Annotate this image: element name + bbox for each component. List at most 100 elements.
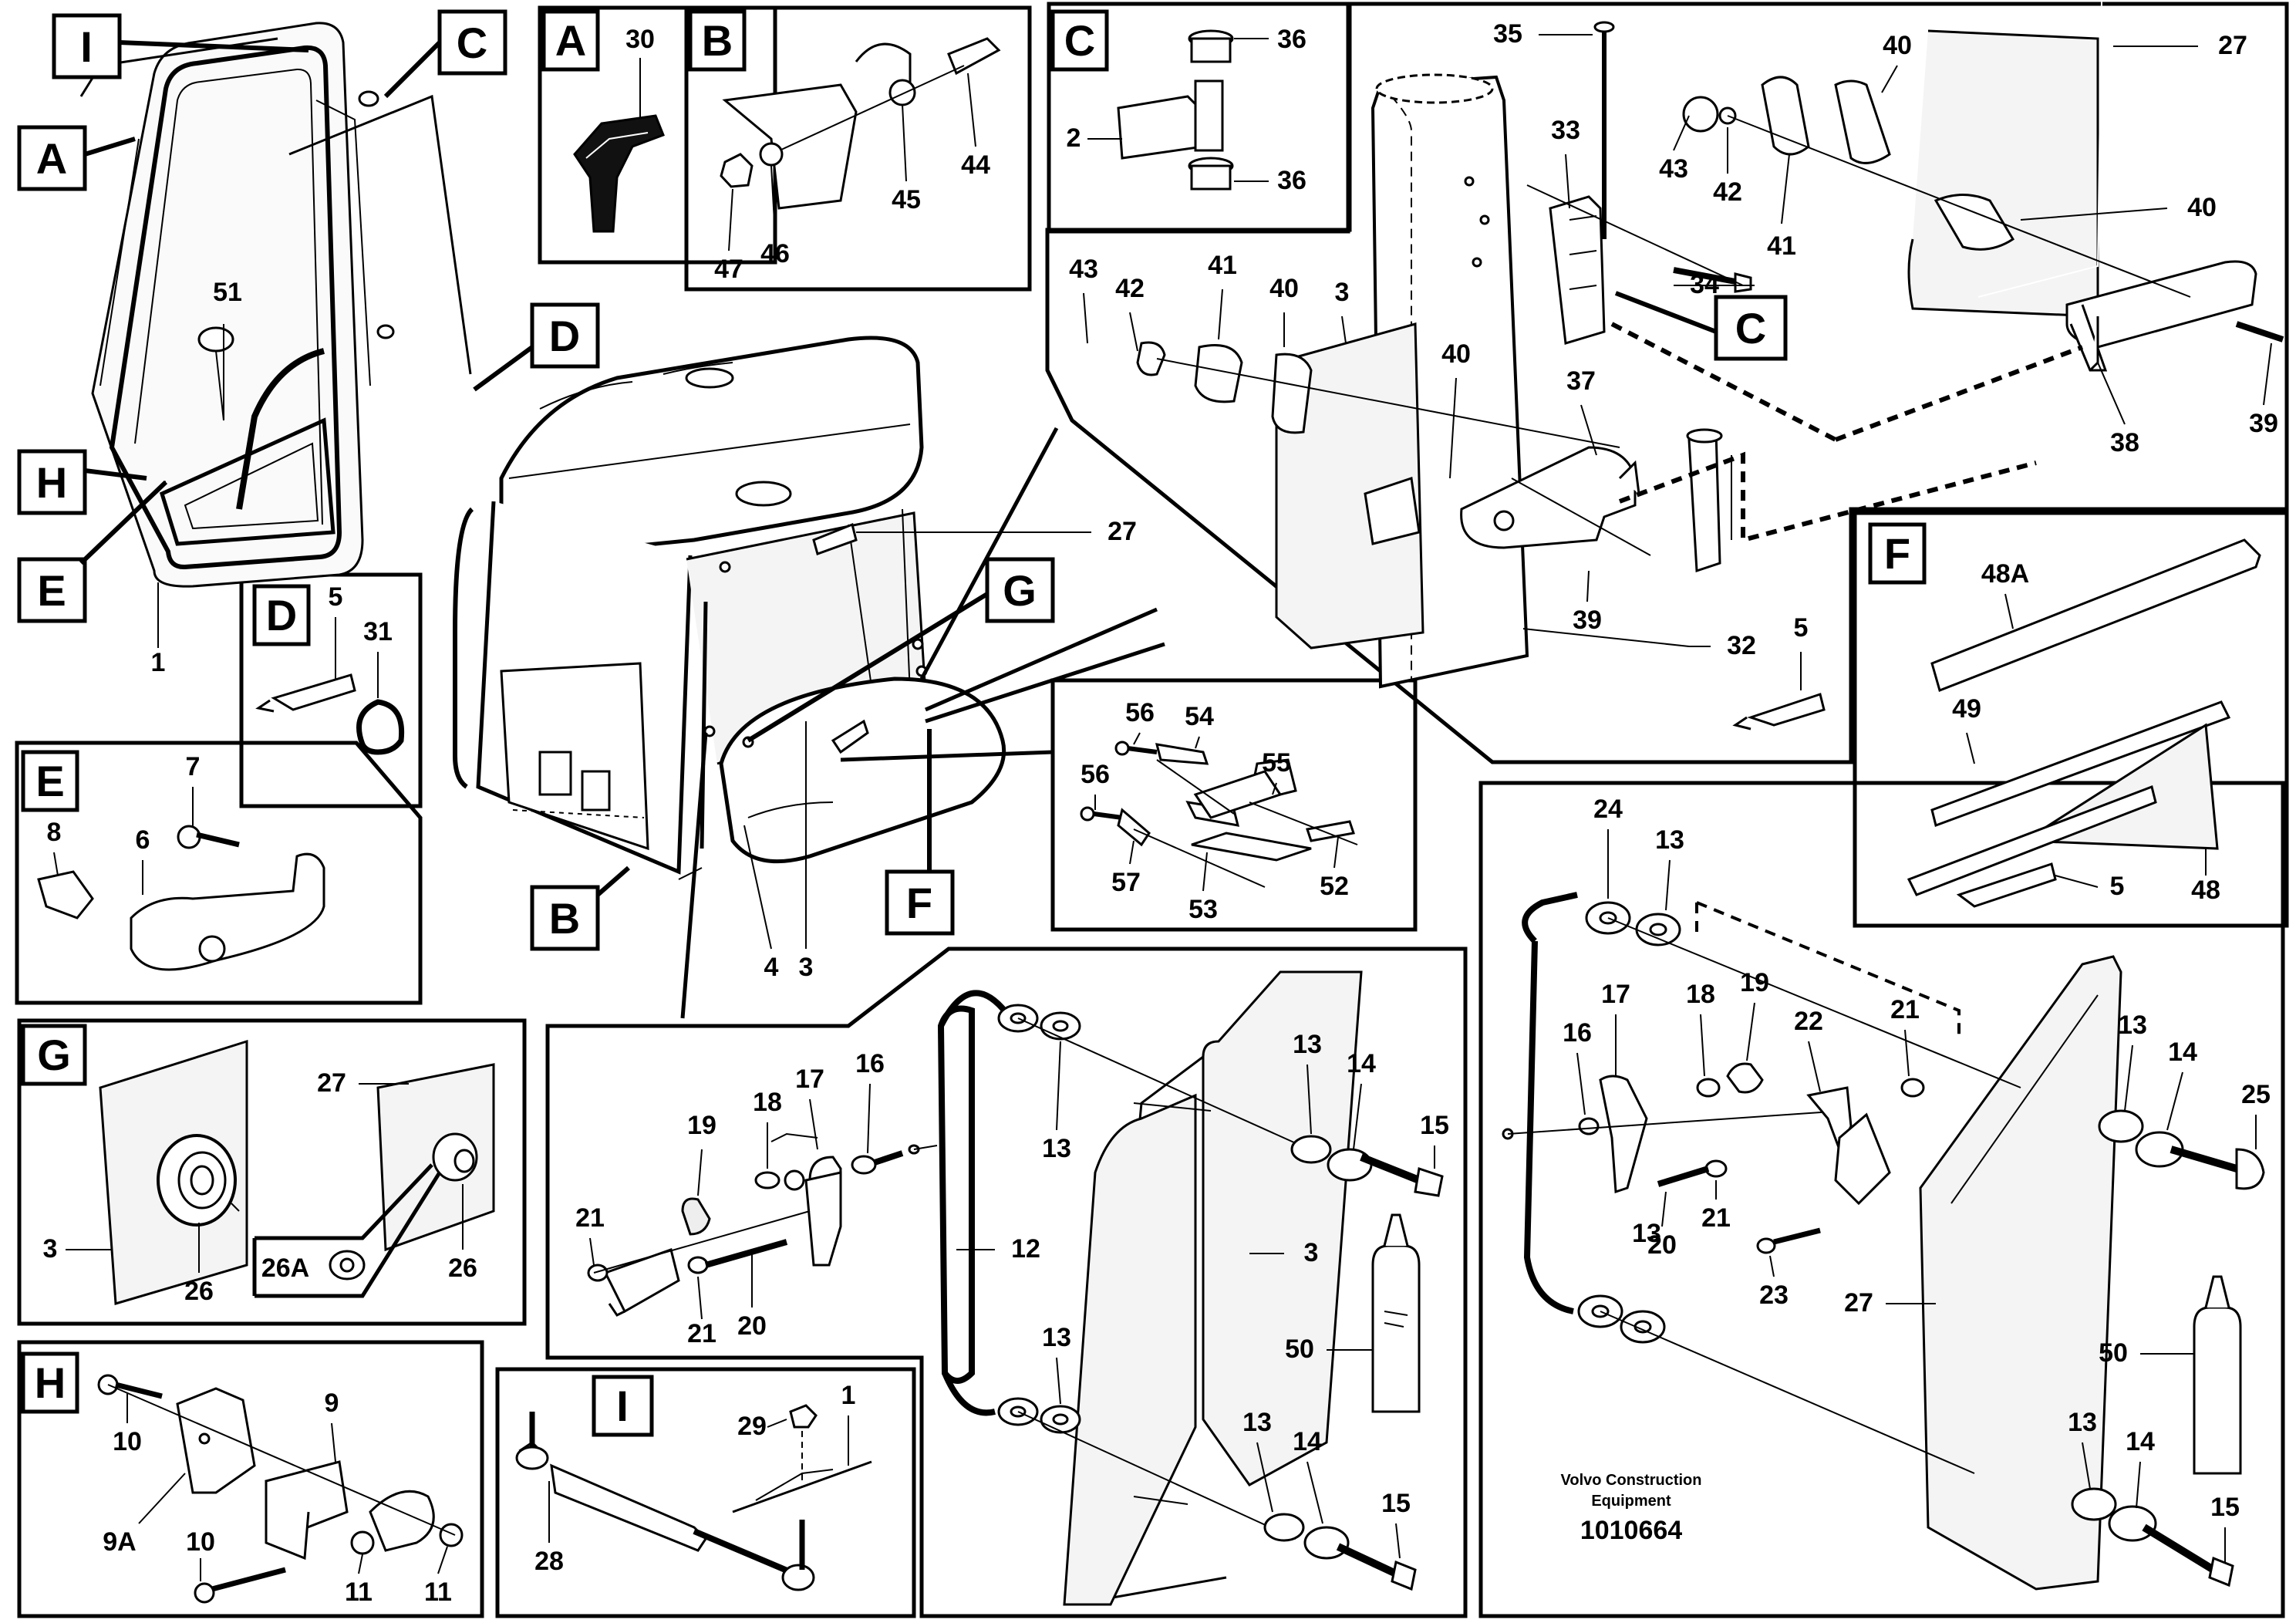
part-label-26-right: 26 bbox=[448, 1254, 477, 1283]
part-label-10-top: 10 bbox=[113, 1427, 142, 1456]
left-window-labels: 19 18 17 16 21 21 20 12 13 13 14 15 3 13… bbox=[575, 1030, 1449, 1559]
detail-b-letter: B bbox=[702, 16, 733, 65]
part-label-39-right: 39 bbox=[2249, 409, 2278, 438]
part-label-31: 31 bbox=[363, 617, 393, 646]
part-label-15-left-a: 15 bbox=[1420, 1111, 1449, 1140]
part-label-19-left: 19 bbox=[687, 1111, 716, 1140]
part-label-35: 35 bbox=[1493, 19, 1522, 49]
part-label-24: 24 bbox=[1593, 795, 1623, 824]
detail-f: F 48A 49 5 48 bbox=[1868, 522, 2261, 908]
detail-f-letter: F bbox=[1884, 529, 1910, 578]
part-label-3-g: 3 bbox=[43, 1234, 58, 1264]
part-label-56-bottom: 56 bbox=[1081, 760, 1110, 789]
part-label-46: 46 bbox=[760, 239, 790, 268]
callout-i: I bbox=[80, 22, 93, 71]
panel-e-frame bbox=[15, 741, 423, 1005]
part-label-45: 45 bbox=[892, 185, 921, 214]
panel-f-frame bbox=[1853, 511, 2289, 928]
part-label-21-left-b: 21 bbox=[687, 1319, 716, 1348]
detail-a: A 30 bbox=[541, 9, 665, 233]
detail-i-letter: I bbox=[616, 1382, 629, 1430]
part-label-5-d: 5 bbox=[329, 582, 343, 612]
callout-f: F bbox=[906, 879, 932, 927]
callout-box-h[interactable] bbox=[17, 449, 87, 515]
part-label-1-i: 1 bbox=[841, 1381, 856, 1410]
part-label-40-top: 40 bbox=[1883, 31, 1912, 60]
part-label-28: 28 bbox=[534, 1547, 564, 1576]
right-window-assembly bbox=[1502, 892, 2265, 1591]
part-label-56-top: 56 bbox=[1125, 698, 1155, 727]
part-label-13-left-d: 13 bbox=[1242, 1408, 1272, 1437]
panel-left-window-frame bbox=[545, 946, 1468, 1618]
part-label-7: 7 bbox=[186, 752, 201, 781]
callout-a: A bbox=[36, 134, 67, 183]
part-label-20-left: 20 bbox=[737, 1311, 767, 1341]
part-label-25: 25 bbox=[2241, 1080, 2271, 1109]
part-label-38: 38 bbox=[2110, 428, 2139, 457]
part-label-12: 12 bbox=[1011, 1234, 1040, 1264]
callout-box-b[interactable] bbox=[530, 885, 600, 951]
part-label-19-right: 19 bbox=[1740, 968, 1769, 997]
callout-e: E bbox=[37, 566, 66, 615]
part-label-37: 37 bbox=[1566, 366, 1596, 396]
right-window-labels: 24 13 17 18 19 22 21 16 21 20 23 13 13 1… bbox=[1563, 795, 2271, 1562]
part-label-11-left: 11 bbox=[345, 1577, 373, 1607]
part-label-10-bottom: 10 bbox=[186, 1527, 215, 1557]
part-label-21-right-a: 21 bbox=[1890, 995, 1920, 1024]
part-label-30: 30 bbox=[625, 25, 655, 54]
part-label-39-bottom: 39 bbox=[1573, 606, 1602, 635]
part-label-11-right: 11 bbox=[424, 1577, 452, 1607]
callout-box-e[interactable] bbox=[17, 557, 87, 623]
part-label-47: 47 bbox=[714, 255, 743, 284]
detail-i: I 29 1 28 bbox=[515, 1375, 872, 1591]
detail-d: D 5 31 bbox=[252, 582, 405, 755]
part-label-13-right-a: 13 bbox=[1655, 825, 1684, 855]
part-label-40-right: 40 bbox=[2187, 193, 2217, 222]
part-label-27-main: 27 bbox=[1108, 517, 1137, 546]
part-label-13-left-a: 13 bbox=[1042, 1134, 1071, 1163]
callout-box-i[interactable] bbox=[52, 13, 122, 79]
hinge-callout-c[interactable] bbox=[1714, 295, 1788, 361]
part-label-15-left-b: 15 bbox=[1381, 1489, 1411, 1518]
panel-d-frame bbox=[239, 572, 423, 808]
part-label-13-right-b: 13 bbox=[1632, 1219, 1661, 1248]
part-label-40-mid: 40 bbox=[1441, 339, 1471, 369]
callout-c: C bbox=[457, 19, 487, 67]
detail-g: G 27 3 26 26 26A bbox=[21, 1024, 495, 1306]
part-label-42-left: 42 bbox=[1115, 274, 1145, 303]
part-label-50-right: 50 bbox=[2099, 1338, 2128, 1368]
detail-g-letter: G bbox=[37, 1031, 71, 1079]
callout-box-f[interactable] bbox=[885, 869, 955, 936]
part-label-26-left: 26 bbox=[184, 1277, 214, 1306]
detail-h-letter: H bbox=[35, 1358, 66, 1407]
part-label-53: 53 bbox=[1188, 895, 1218, 924]
part-label-26a: 26A bbox=[261, 1254, 309, 1283]
part-label-41-left: 41 bbox=[1208, 251, 1237, 280]
panel-g-frame bbox=[17, 1018, 527, 1326]
detail-c-letter: C bbox=[1064, 16, 1095, 65]
part-label-15-right: 15 bbox=[2210, 1493, 2240, 1522]
part-label-16-right: 16 bbox=[1563, 1018, 1592, 1048]
part-label-13-left-b: 13 bbox=[1293, 1030, 1322, 1059]
part-label-4-main: 4 bbox=[764, 953, 779, 982]
part-label-36-bottom: 36 bbox=[1277, 166, 1306, 195]
part-label-55: 55 bbox=[1262, 748, 1291, 778]
part-label-43-left: 43 bbox=[1069, 255, 1098, 284]
part-label-13-right-c: 13 bbox=[2118, 1011, 2147, 1040]
part-label-23: 23 bbox=[1759, 1281, 1789, 1310]
detail-d-letter: D bbox=[266, 591, 297, 639]
part-label-13-left-c: 13 bbox=[1042, 1323, 1071, 1352]
part-label-40-left: 40 bbox=[1269, 274, 1299, 303]
hinge-assembly bbox=[1136, 1, 2284, 689]
callout-box-a[interactable] bbox=[17, 125, 87, 191]
part-label-17-right: 17 bbox=[1601, 980, 1630, 1009]
part-label-52: 52 bbox=[1320, 872, 1349, 901]
part-label-5-hinge: 5 bbox=[1794, 613, 1809, 643]
callout-box-d[interactable] bbox=[530, 302, 600, 369]
part-label-9: 9 bbox=[325, 1388, 339, 1418]
part-label-6: 6 bbox=[136, 825, 150, 855]
part-label-13-right-d: 13 bbox=[2068, 1408, 2097, 1437]
detail-h: H 10 9 9A 10 11 11 bbox=[21, 1351, 464, 1607]
part-label-29: 29 bbox=[737, 1412, 767, 1441]
callout-box-g[interactable] bbox=[985, 557, 1055, 623]
